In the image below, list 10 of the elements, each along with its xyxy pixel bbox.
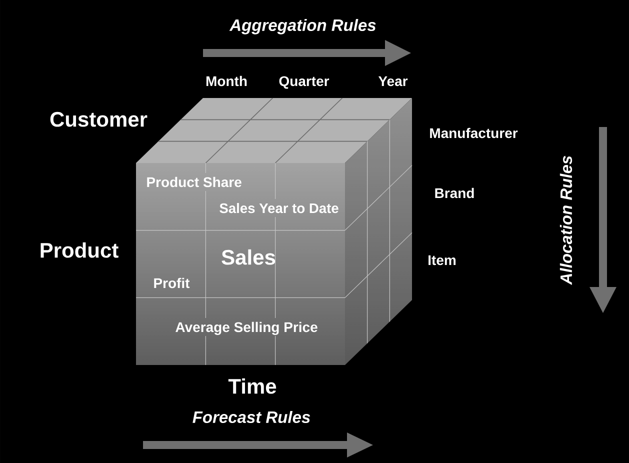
- level-label: Year: [378, 76, 408, 86]
- dimension-label: Customer: [50, 112, 148, 127]
- arrow-label: Forecast Rules: [192, 410, 310, 424]
- arrow-label: Allocation Rules: [560, 156, 572, 285]
- level-label: Manufacturer: [430, 128, 518, 138]
- level-label: Item: [428, 255, 456, 266]
- arrow-label: Aggregation Rules: [229, 18, 376, 34]
- level-label: Brand: [435, 188, 474, 198]
- level-label: Month: [206, 76, 247, 86]
- level-label: Quarter: [279, 76, 330, 89]
